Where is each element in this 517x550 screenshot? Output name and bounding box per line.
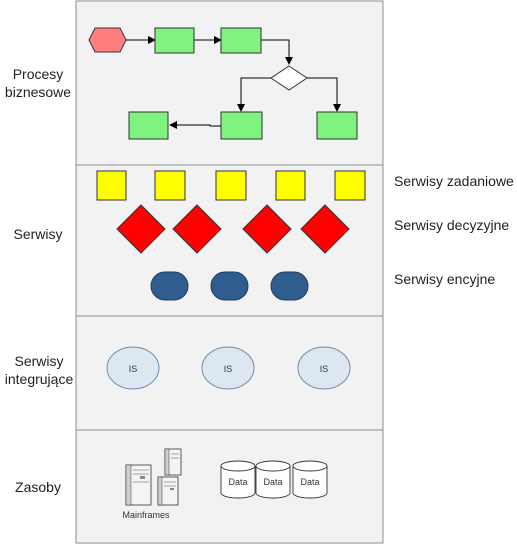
- side-label-decision-services: Serwisy decyzyjne: [394, 217, 510, 233]
- data-store-label: Data: [228, 477, 247, 487]
- entity-service-pill: [210, 271, 249, 301]
- process-task-box: [128, 111, 169, 140]
- flow-arrow: [307, 77, 341, 112]
- process-flow: [88, 27, 358, 140]
- lane-label-line: Serwisy: [13, 226, 63, 242]
- decision-service-diamond-icon: [172, 204, 222, 254]
- side-label-entity-services: Serwisy encyjne: [394, 271, 496, 287]
- is-node-label: IS: [320, 364, 329, 374]
- task-service-box: [275, 170, 306, 201]
- process-task-box: [316, 111, 358, 140]
- decision-gateway-diamond-icon: [270, 65, 308, 91]
- process-task-box: [154, 27, 195, 54]
- database-cylinder-icon: Data: [255, 460, 291, 499]
- is-node: [201, 346, 255, 390]
- lane-label-services: Serwisy: [0, 225, 76, 243]
- flow-arrow: [169, 121, 221, 129]
- lane-label-line: Zasoby: [15, 479, 61, 495]
- database-cylinder-icon: Data: [292, 460, 328, 499]
- lane-label-line: Procesy: [12, 66, 64, 82]
- task-services: [96, 170, 366, 201]
- database-cylinder-icon: Data: [220, 460, 256, 499]
- decision-service-diamond-icon: [116, 204, 166, 254]
- task-service-box: [334, 170, 366, 201]
- data-stores: Data Data Data: [220, 460, 328, 499]
- lane-label-line: biznesowe: [4, 84, 72, 100]
- is-node-label: IS: [129, 364, 138, 374]
- is-node: [297, 346, 351, 390]
- lane-label-integration-services: Serwisy integrujące: [0, 352, 78, 388]
- decision-service-diamond-icon: [242, 204, 292, 254]
- side-label-task-services: Serwisy zadaniowe: [394, 173, 514, 189]
- entity-service-pill: [270, 271, 309, 301]
- task-service-box: [96, 170, 127, 201]
- process-task-box: [220, 111, 263, 140]
- is-node-label: IS: [224, 364, 233, 374]
- flow-arrow: [237, 77, 271, 112]
- data-store-label: Data: [300, 477, 319, 487]
- process-task-box: [220, 27, 262, 54]
- lane-label-line: Serwisy: [14, 353, 64, 369]
- mainframes-server-cabinet-icon: [125, 448, 182, 506]
- decision-services: [116, 204, 350, 254]
- lane-label-line: integrujące: [4, 371, 74, 387]
- entity-services: [150, 271, 309, 301]
- lane-label-resources: Zasoby: [0, 478, 76, 496]
- integration-services: IS IS IS: [106, 346, 351, 390]
- entity-service-pill: [150, 271, 189, 301]
- decision-service-diamond-icon: [300, 204, 350, 254]
- task-service-box: [215, 170, 247, 201]
- flow-arrow: [261, 39, 293, 65]
- is-node: [106, 346, 160, 390]
- mainframes-label: Mainframes: [122, 510, 170, 520]
- start-event-hexagon-icon: [88, 27, 127, 53]
- task-service-box: [154, 170, 186, 201]
- lane-label-business-processes: Procesy biznesowe: [0, 65, 76, 101]
- data-store-label: Data: [263, 477, 282, 487]
